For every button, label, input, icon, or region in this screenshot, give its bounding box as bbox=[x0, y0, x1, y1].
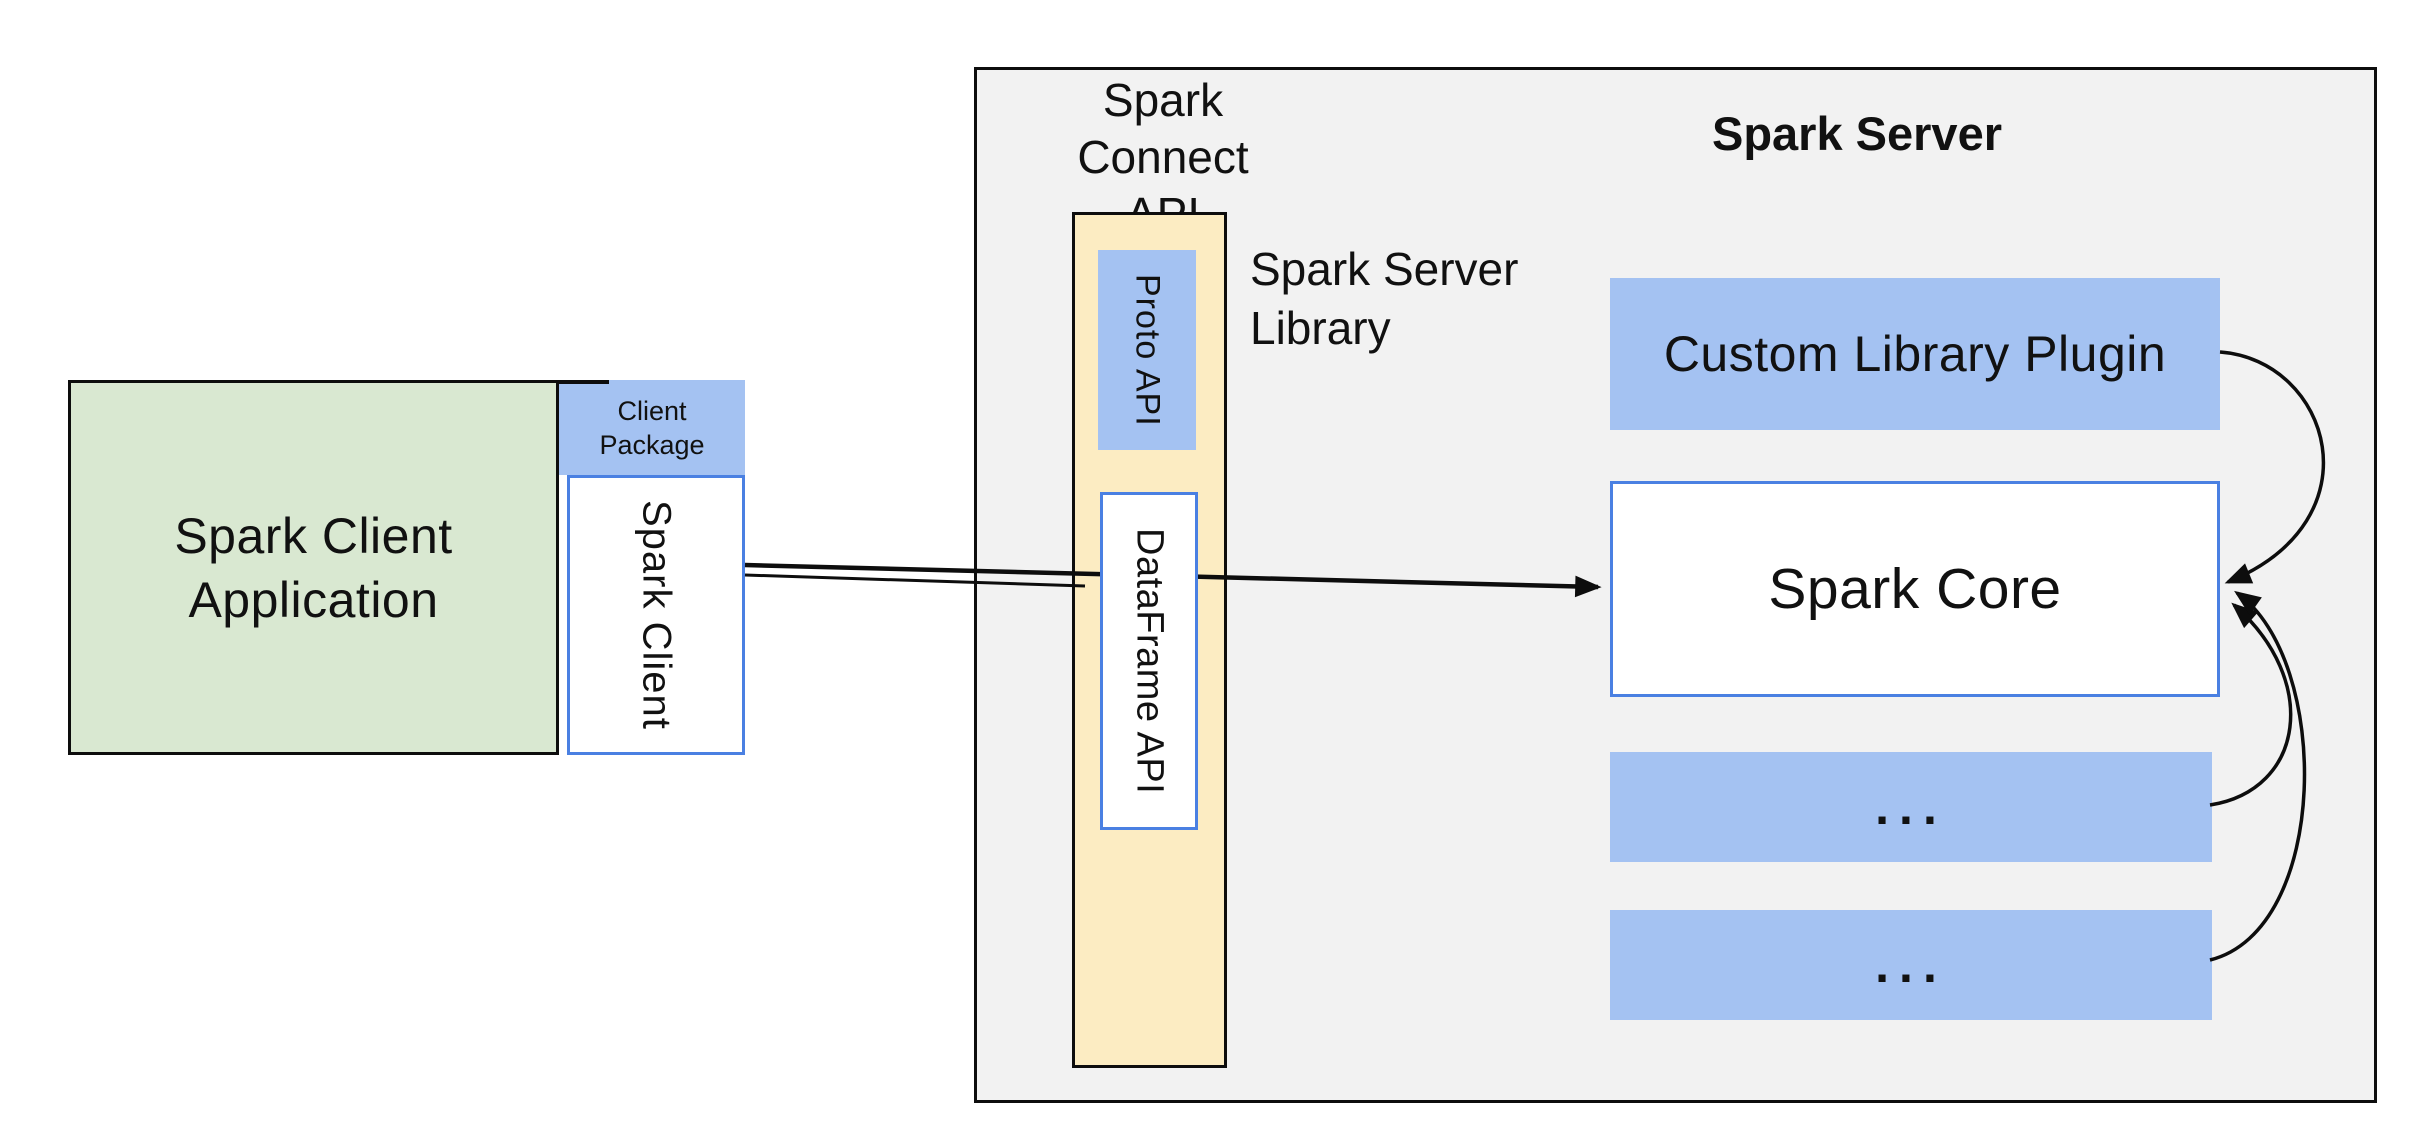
plugin-slot-1-label: ... bbox=[1875, 779, 1947, 835]
plugin-slot-2-label: ... bbox=[1875, 937, 1947, 993]
client-package-label: Client Package bbox=[599, 395, 705, 460]
dataframe-api-box: DataFrame API bbox=[1100, 492, 1198, 830]
spark-server-title: Spark Server bbox=[1711, 107, 2003, 160]
spark-client-application-label: Spark Client Application bbox=[174, 507, 453, 628]
proto-api-box: Proto API bbox=[1098, 250, 1196, 450]
spark-server-library-label: Spark Server Library bbox=[1250, 243, 1519, 354]
custom-library-plugin-box: Custom Library Plugin bbox=[1610, 278, 2220, 430]
client-package-box: Client Package bbox=[559, 380, 745, 475]
spark-core-box: Spark Core bbox=[1610, 481, 2220, 697]
spark-core-label: Spark Core bbox=[1768, 557, 2062, 621]
proto-api-label: Proto API bbox=[1128, 273, 1167, 427]
spark-client-application-box: Spark Client Application bbox=[68, 380, 559, 755]
spark-client-box: Spark Client bbox=[567, 475, 745, 755]
dataframe-api-label: DataFrame API bbox=[1128, 527, 1171, 795]
plugin-slot-2-box: ... bbox=[1610, 910, 2212, 1020]
custom-library-plugin-label: Custom Library Plugin bbox=[1663, 326, 2167, 382]
green-box-border-extension bbox=[557, 380, 609, 384]
plugin-slot-1-box: ... bbox=[1610, 752, 2212, 862]
spark-client-label: Spark Client bbox=[634, 500, 679, 730]
